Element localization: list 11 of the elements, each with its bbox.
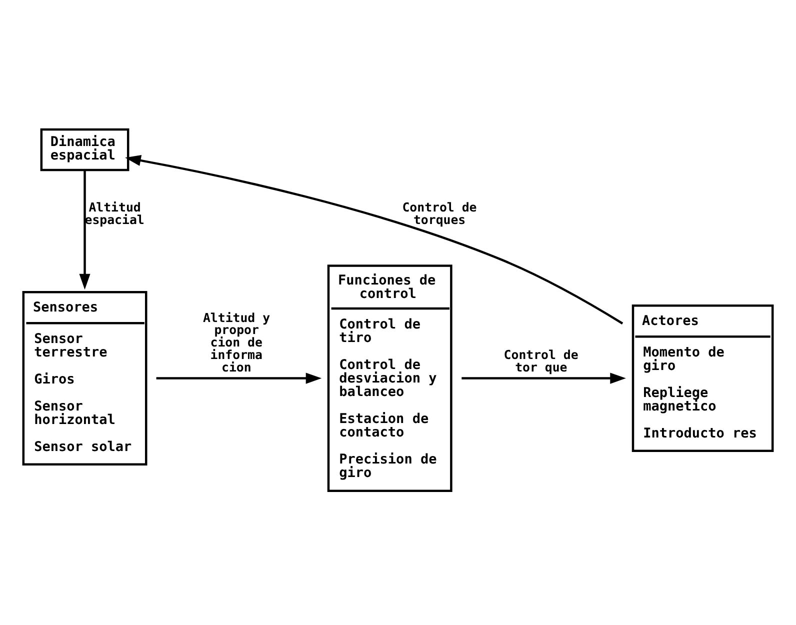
node-box: Actores Momento de giro Repliege magnetico Introducto res <box>632 304 774 452</box>
edge-label: Control de tor que <box>504 347 578 374</box>
arrow <box>462 372 626 384</box>
arrow <box>125 154 624 324</box>
edge-label: Control de torques <box>402 200 477 226</box>
node-box: Funciones de control Control de tiro Control de desviacion y balanceo Estacion de contacto Precision de giro <box>327 264 452 492</box>
node-box: Dinamica espacial <box>40 128 130 171</box>
arrow <box>156 372 322 384</box>
node-box: Sensores Sensor terrestre Giros Sensor horizontal Sensor solar <box>22 290 148 466</box>
edge-label: Altitud y propor cion de informa cion <box>202 310 270 374</box>
arrow <box>79 170 90 290</box>
